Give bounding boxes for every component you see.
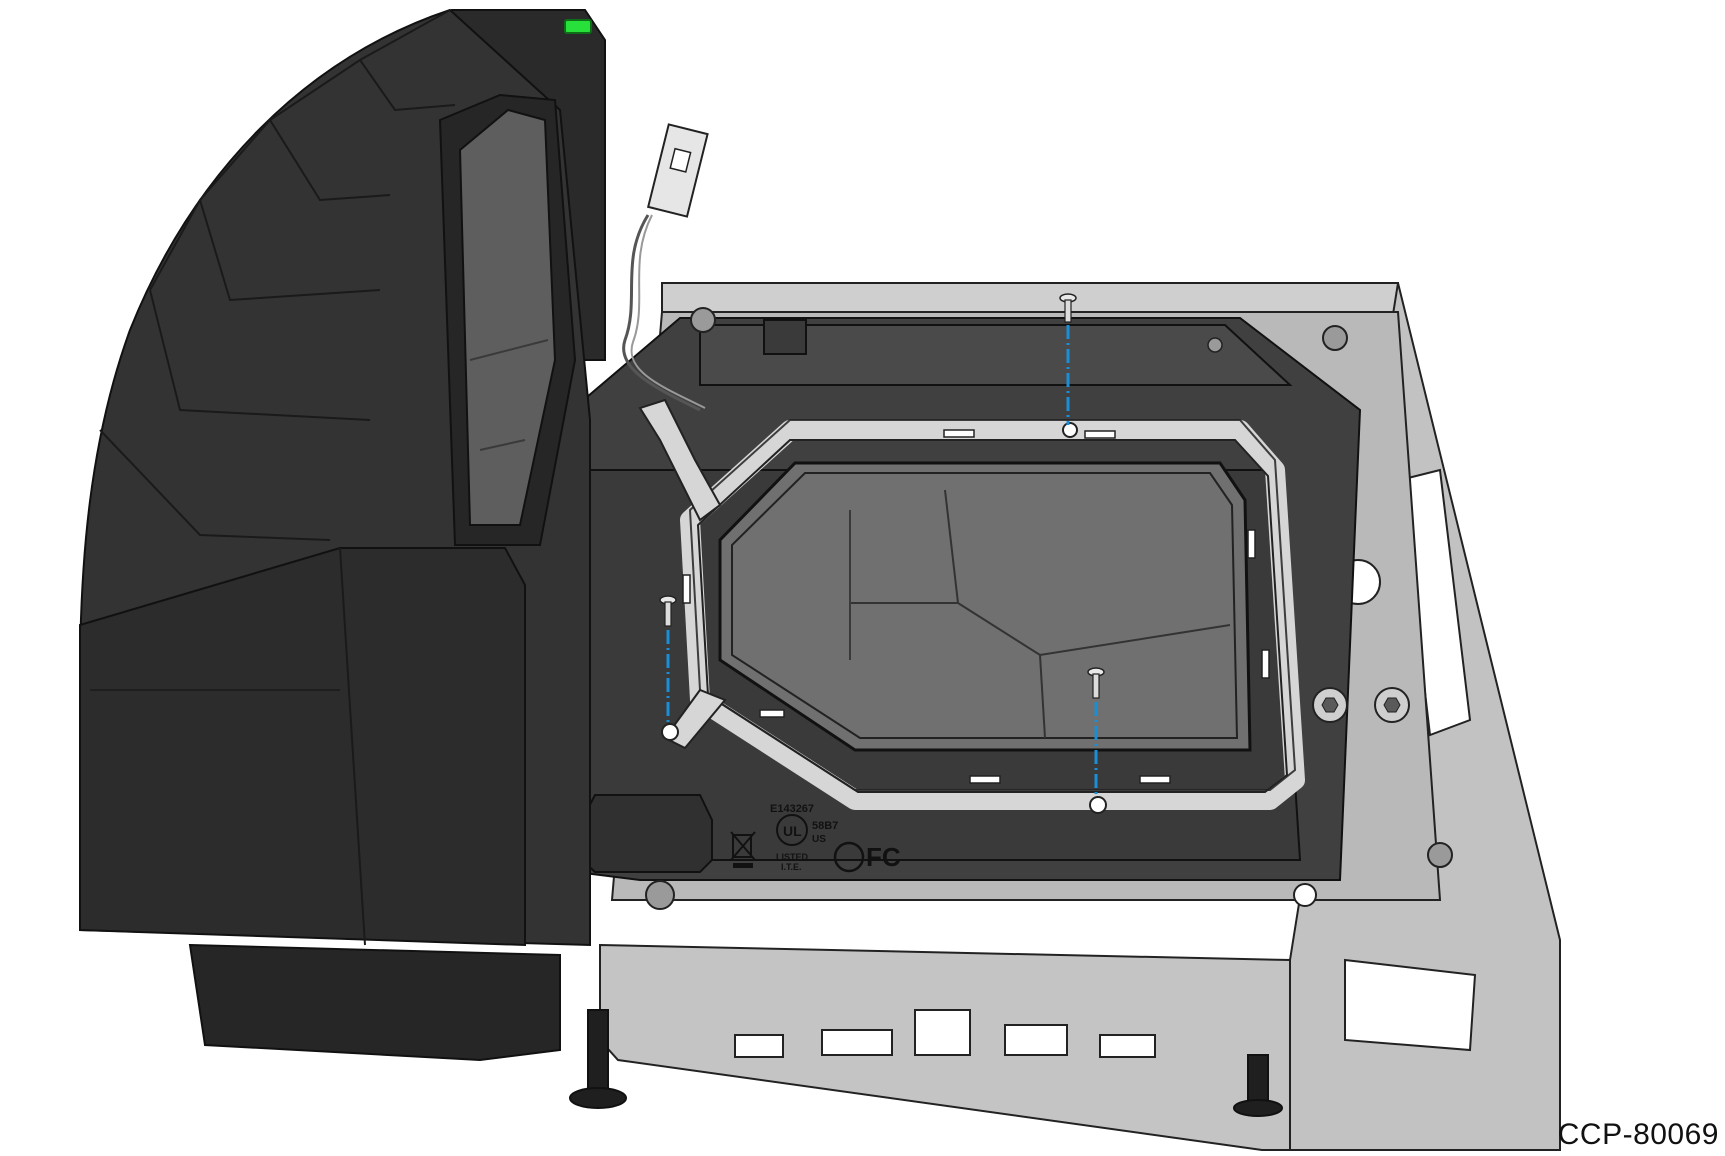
status-led-icon [564, 19, 592, 34]
ul-number-text: E143267 [770, 803, 814, 815]
mounting-post-top-right [1322, 325, 1348, 351]
foot-left [587, 1009, 609, 1091]
ul-listed-text: LISTED [776, 852, 809, 862]
figure-id-label: CCP-80069 [1557, 1118, 1719, 1151]
vertical-scanner-tower [79, 8, 1283, 1117]
ul-code-text: 58B7 [812, 820, 838, 832]
ul-logo [776, 814, 808, 846]
ul-us-text: US [812, 834, 826, 845]
recycle-mark-icon [833, 841, 865, 873]
horizontal-scan-window [718, 461, 1252, 752]
bracket-screw-hole-top [1062, 422, 1078, 438]
mounting-post-front-right [1427, 842, 1453, 868]
compliance-markings: E143267 UL 58B7 US LISTED I.T.E. FC [581, 794, 901, 873]
weee-bin-icon [730, 831, 756, 868]
bracket-screw-hole-left [661, 723, 679, 741]
screw-top [1059, 293, 1077, 425]
bracket-screw-hole-bottom [1089, 796, 1107, 814]
fcc-mark-text: FC [866, 842, 901, 872]
cable-port-cover [581, 794, 713, 873]
foot-right [1247, 1054, 1269, 1106]
mounting-post-top-left [690, 307, 716, 333]
cable-assembly [622, 123, 709, 412]
mounting-bracket [638, 398, 1305, 814]
screw-left [659, 595, 677, 726]
screw-bottom [1087, 667, 1105, 798]
tray-hardware [645, 307, 1453, 910]
ul-mark-text: UL [783, 823, 802, 839]
ul-listed-sub-text: I.T.E. [781, 862, 802, 872]
mounting-post-front-left [645, 880, 675, 910]
